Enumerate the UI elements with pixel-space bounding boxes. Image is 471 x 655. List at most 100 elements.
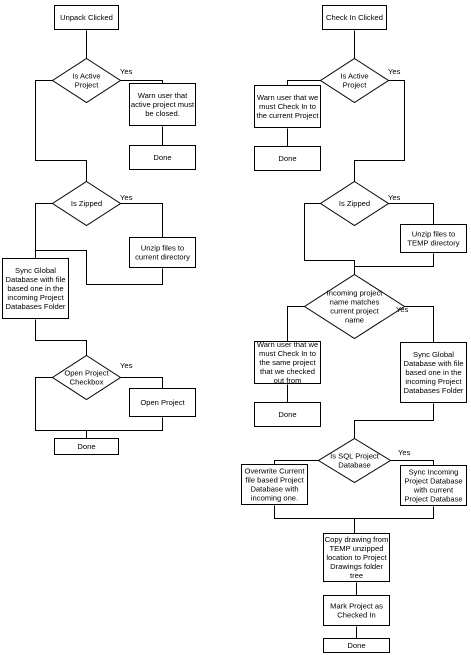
process-shape (400, 465, 467, 506)
yes-label: Yes (120, 361, 133, 370)
checkin-clicked-label: Check In Clicked (326, 13, 383, 22)
yes-label: Yes (120, 193, 133, 202)
connector-line (390, 460, 434, 466)
process-shape (254, 85, 321, 128)
connector-line (287, 80, 321, 86)
process-shape (254, 402, 321, 427)
unpack-clicked-box: Unpack Clicked (54, 5, 119, 30)
connector-line (86, 417, 163, 439)
process-shape (323, 595, 390, 626)
connector-line (35, 80, 87, 182)
connector-line (274, 505, 355, 534)
unpack-open-project-box: Open Project (129, 388, 196, 417)
connector-line (120, 377, 163, 389)
unpack-done-2-box: Done (54, 438, 119, 455)
unpack-clicked-label: Unpack Clicked (60, 13, 113, 22)
connector-line (35, 203, 53, 259)
unpack-open-project-label: Open Project (140, 398, 185, 407)
process-shape (129, 388, 196, 417)
yes-label: Yes (396, 305, 409, 314)
unpack-done-1-box: Done (129, 145, 196, 170)
checkin-is-zipped-decision: Is Zipped (319, 180, 390, 227)
unpack-is-zipped-decision: Is Zipped (51, 180, 122, 227)
connectors (35, 30, 434, 639)
checkin-clicked-box: Check In Clicked (322, 5, 387, 30)
connector-line (274, 460, 319, 465)
connector-line (354, 253, 434, 267)
unpack-done-2-label: Done (77, 442, 95, 451)
process-shape (322, 5, 387, 30)
checkin-is-zipped-label: Is Zipped (339, 199, 370, 208)
yes-label: Yes (398, 448, 411, 457)
process-shape (2, 258, 69, 319)
process-shape (129, 83, 196, 126)
checkin-done-3-label: Done (347, 641, 365, 650)
decision-shape (319, 180, 390, 227)
checkin-done-1-box: Done (254, 146, 321, 171)
checkin-done-1-label: Done (278, 154, 296, 163)
process-shape (54, 438, 119, 455)
decision-shape (51, 354, 122, 401)
decision-shape (319, 57, 390, 104)
connector-line (388, 203, 434, 225)
process-shape (254, 341, 321, 384)
connector-line (35, 377, 87, 431)
decision-shape (317, 437, 392, 484)
connector-line (35, 319, 87, 356)
process-shape (54, 5, 119, 30)
decision-shape (51, 57, 122, 104)
process-shape (241, 464, 308, 505)
connector-line (354, 403, 434, 439)
checkin-done-3-box: Done (323, 638, 390, 653)
connector-line (120, 80, 163, 84)
unpack-is-zipped-label: Is Zipped (71, 199, 102, 208)
process-shape (254, 146, 321, 171)
connector-line (287, 306, 305, 342)
connector-line (404, 306, 434, 343)
connector-line (354, 80, 405, 182)
connector-line (304, 203, 355, 275)
process-shape (400, 342, 467, 403)
checkin-done-2-box: Done (254, 402, 321, 427)
decision-shape (51, 180, 122, 227)
decision-shape (303, 273, 406, 340)
yes-label: Yes (388, 67, 401, 76)
checkin-done-2-label: Done (278, 410, 296, 419)
connector-line (120, 203, 163, 238)
process-shape (323, 533, 390, 582)
